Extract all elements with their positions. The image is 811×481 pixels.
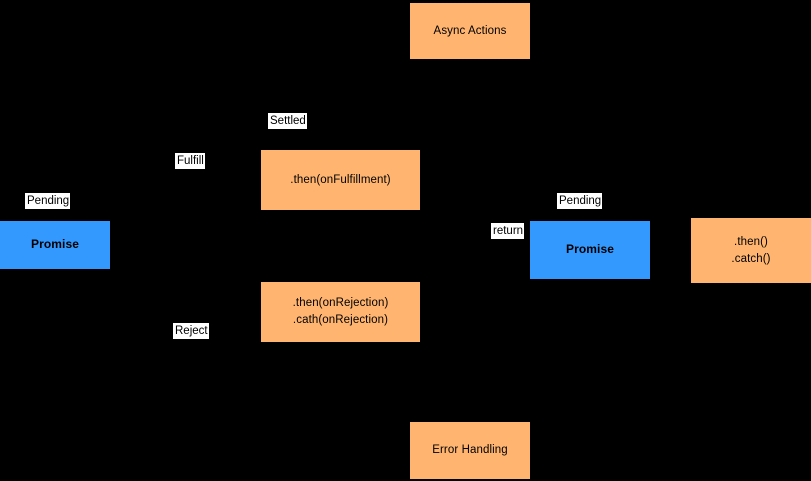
node-then-on-rejection-line-1: .then(onRejection)	[292, 297, 389, 310]
node-then-on-fulfillment-label: .then(onFulfillment)	[290, 173, 391, 186]
node-error-handling[interactable]: Error Handling	[410, 422, 530, 479]
edge-label-settled: Settled	[268, 113, 307, 129]
node-then-catch-line-2: .catch()	[731, 252, 771, 265]
edge-label-reject: Reject	[173, 323, 209, 339]
node-then-catch-line-1: .then()	[734, 235, 768, 248]
node-async-actions[interactable]: Async Actions	[410, 3, 530, 59]
node-promise-right[interactable]: Promise	[530, 221, 650, 279]
node-then-on-rejection-line-2: .cath(onRejection)	[292, 314, 389, 326]
node-error-handling-label: Error Handling	[432, 444, 508, 457]
edge-label-pending-right: Pending	[557, 193, 603, 209]
node-then-catch[interactable]: .then() .catch()	[691, 218, 811, 283]
node-promise-right-label: Promise	[565, 242, 615, 257]
edge-label-fulfill: Fulfill	[175, 153, 205, 169]
node-then-on-fulfillment[interactable]: .then(onFulfillment)	[261, 150, 420, 210]
node-promise-left-label: Promise	[30, 237, 80, 252]
connector-promise-to-fulfill	[110, 244, 261, 245]
node-promise-left[interactable]: Promise	[0, 221, 110, 269]
connector-fulfill-to-async	[420, 180, 421, 181]
node-async-actions-label: Async Actions	[433, 24, 507, 37]
edge-label-pending-left: Pending	[25, 193, 71, 209]
node-then-on-rejection[interactable]: .then(onRejection) .cath(onRejection)	[261, 282, 420, 342]
edge-label-return: return	[491, 223, 525, 239]
